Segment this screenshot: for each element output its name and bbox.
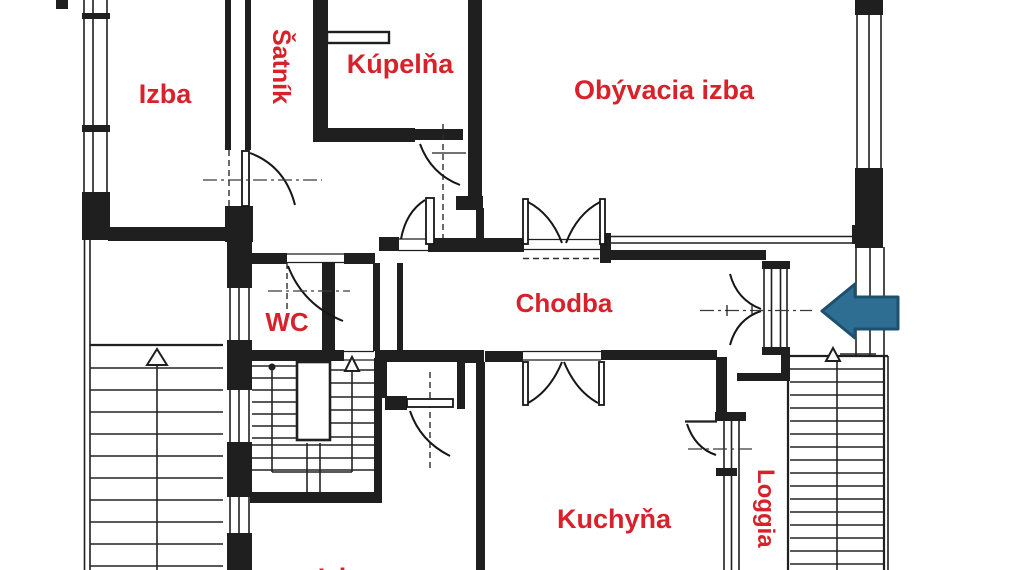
exterior-staircase [90, 343, 223, 570]
bathroom-fixture [325, 30, 391, 45]
double-door-living [522, 198, 606, 245]
door-thresholds [286, 238, 603, 361]
stairs-up-arrow-icon [145, 347, 169, 366]
room-label-obyvacia-izba: Obývacia izba [574, 75, 755, 105]
door-izba-bottom [406, 372, 454, 470]
windows [83, 0, 885, 570]
room-label-izba-bottom: Izba [318, 563, 371, 570]
door-loggia [685, 420, 717, 456]
center-lines [203, 179, 812, 450]
stairwell [252, 354, 374, 492]
walls [56, 0, 883, 570]
door-kupelna [419, 124, 466, 238]
room-label-wc: WC [265, 307, 309, 337]
entrance-arrow-icon [820, 282, 900, 340]
loggia-up-arrow-icon [824, 345, 842, 362]
door-izba [228, 150, 296, 208]
door-vestibule [400, 197, 435, 245]
doors [228, 124, 762, 470]
door-wc [286, 263, 344, 322]
stairwell-up-arrow-icon [343, 354, 361, 372]
double-door-kitchen [522, 361, 605, 406]
room-labels: Izba Šatník Kúpelňa Obývacia izba WC Cho… [139, 29, 779, 570]
room-label-izba: Izba [139, 79, 192, 109]
room-label-kupelna: Kúpelňa [347, 49, 454, 79]
entrance-double-door [729, 273, 762, 346]
room-label-satnik: Šatník [267, 29, 297, 104]
loggia-hatch [786, 345, 889, 570]
room-label-chodba: Chodba [516, 288, 613, 318]
room-label-kuchyna: Kuchyňa [557, 504, 672, 534]
room-label-loggia: Loggia [752, 469, 779, 548]
